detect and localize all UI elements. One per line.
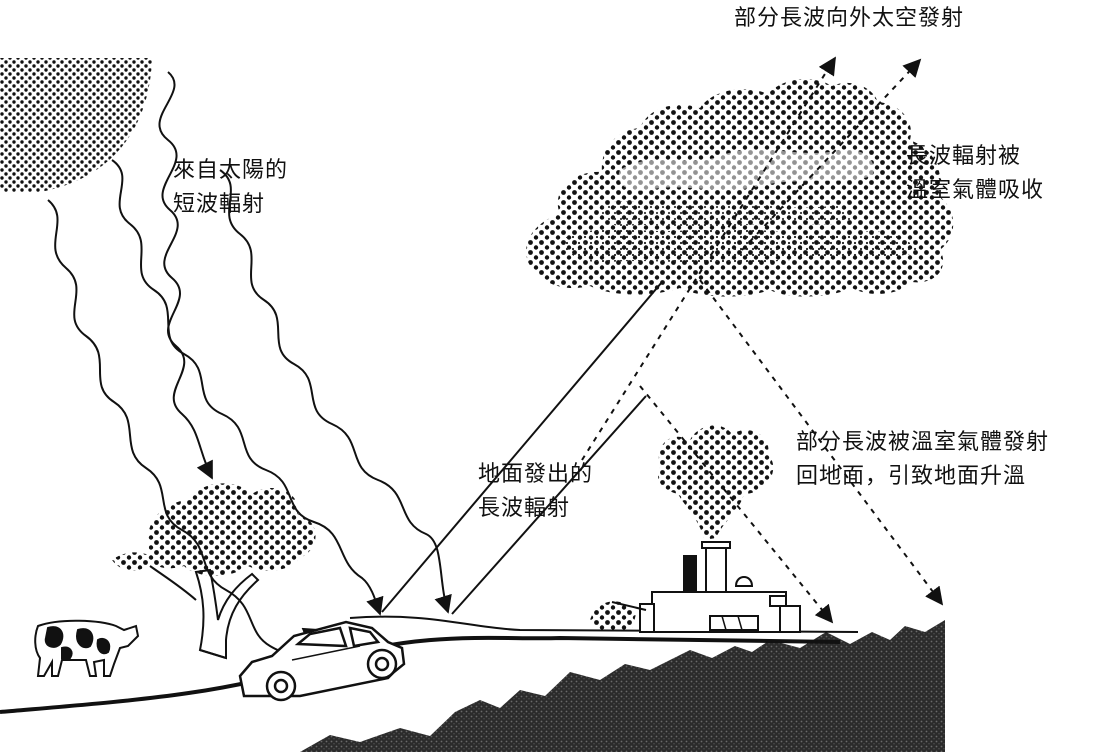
label-back-line-2: 回地面，引致地面升溫 <box>796 464 1027 489</box>
label-back-line-1: 部分長波被溫室氣體發射 <box>796 430 1050 455</box>
solar-shortwave-arrows <box>47 71 452 654</box>
solar-ray-1 <box>158 71 213 480</box>
label-back-radiation: 部分長波被溫室氣體發射 回地面，引致地面升溫 <box>796 426 1049 494</box>
label-to-space-line-1: 部分長波向外太空發射 <box>734 6 965 31</box>
solar-ray-2 <box>47 199 322 654</box>
sun-icon <box>0 58 152 192</box>
label-solar-line-2: 短波輻射 <box>173 192 266 217</box>
label-solar-line-1: 來自太陽的 <box>173 158 289 183</box>
label-solar-shortwave: 來自太陽的 短波輻射 <box>173 154 288 222</box>
smoke-icon <box>590 425 774 630</box>
ground-longwave-lines <box>381 281 663 615</box>
to-space-arrows <box>581 56 922 461</box>
label-ground-line-1: 地面發出的 <box>478 462 594 487</box>
factory-icon <box>611 541 801 633</box>
label-absorbed: 長波輻射被 溫室氣體吸收 <box>906 140 1044 208</box>
label-absorbed-line-1: 長波輻射被 <box>906 144 1022 169</box>
cloud-icon <box>526 79 954 297</box>
back-radiation-arrows <box>639 279 944 624</box>
label-to-space: 部分長波向外太空發射 <box>734 2 964 36</box>
label-ground-longwave: 地面發出的 長波輻射 <box>478 458 593 526</box>
car-icon <box>238 620 406 702</box>
tree-icon <box>112 483 316 660</box>
solar-ray-4 <box>219 169 452 614</box>
label-ground-line-2: 長波輻射 <box>478 496 571 521</box>
mountain-icon <box>300 620 945 752</box>
solar-ray-3 <box>111 159 384 616</box>
cow-icon <box>34 619 140 677</box>
label-absorbed-line-2: 溫室氣體吸收 <box>906 178 1045 203</box>
